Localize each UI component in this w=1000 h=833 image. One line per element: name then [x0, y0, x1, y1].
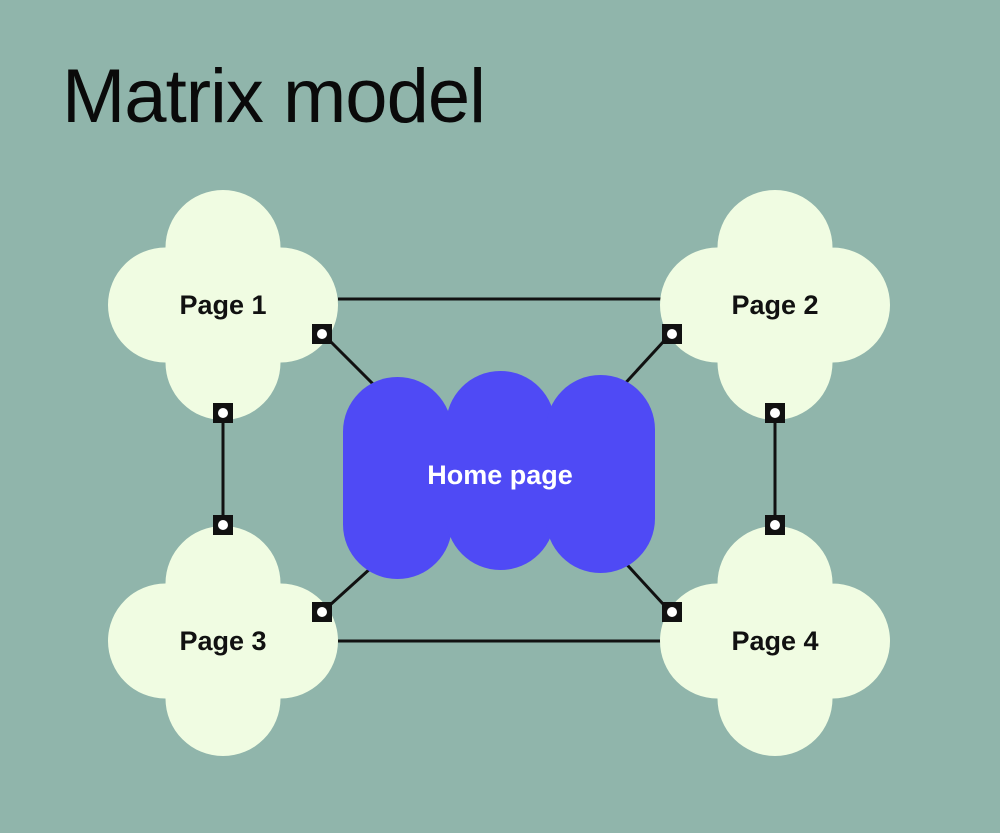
node-page-1[interactable]: Page 1 [107, 189, 338, 421]
handle-dot-icon [770, 520, 780, 530]
handle-dot-icon [218, 408, 228, 418]
handle-page4-top[interactable] [765, 515, 785, 535]
node-page-3[interactable]: Page 3 [107, 525, 338, 757]
connector-page2-home[interactable] [618, 339, 666, 391]
home-pill-3 [546, 375, 655, 573]
handle-dot-icon [317, 607, 327, 617]
node-label-page-2: Page 2 [731, 290, 818, 320]
handle-dot-icon [770, 408, 780, 418]
quatrefoil-shape-page-2 [660, 189, 890, 420]
node-page-4[interactable]: Page 4 [660, 525, 890, 756]
page-title: Matrix model [62, 54, 485, 139]
node-label-page-1: Page 1 [179, 290, 266, 320]
node-page-2[interactable]: Page 2 [660, 189, 890, 420]
node-label-page-4: Page 4 [731, 626, 818, 656]
handle-page1-right[interactable] [312, 324, 332, 344]
home-pill-2 [446, 371, 555, 570]
handle-page3-top[interactable] [213, 515, 233, 535]
handle-page2-left[interactable] [662, 324, 682, 344]
quatrefoil-shape-page-4 [660, 525, 890, 756]
handle-page1-bottom[interactable] [213, 403, 233, 423]
handle-dot-icon [667, 329, 677, 339]
handle-dot-icon [667, 607, 677, 617]
handle-page3-right[interactable] [312, 602, 332, 622]
handle-page4-left[interactable] [662, 602, 682, 622]
handle-dot-icon [317, 329, 327, 339]
quatrefoil-shape-page-1 [107, 189, 338, 421]
home-pill-1 [343, 377, 452, 579]
node-label-home-page: Home page [427, 460, 573, 490]
quatrefoil-shape-page-3 [107, 525, 338, 757]
connector-handle-layer [213, 324, 785, 622]
handle-dot-icon [218, 520, 228, 530]
home-page-blob-shape [343, 371, 655, 579]
node-layer: Page 1 Page 2 Page 3 Page 4 [107, 189, 890, 757]
node-home-page[interactable]: Home page [343, 371, 655, 579]
node-label-page-3: Page 3 [179, 626, 266, 656]
handle-page2-bottom[interactable] [765, 403, 785, 423]
